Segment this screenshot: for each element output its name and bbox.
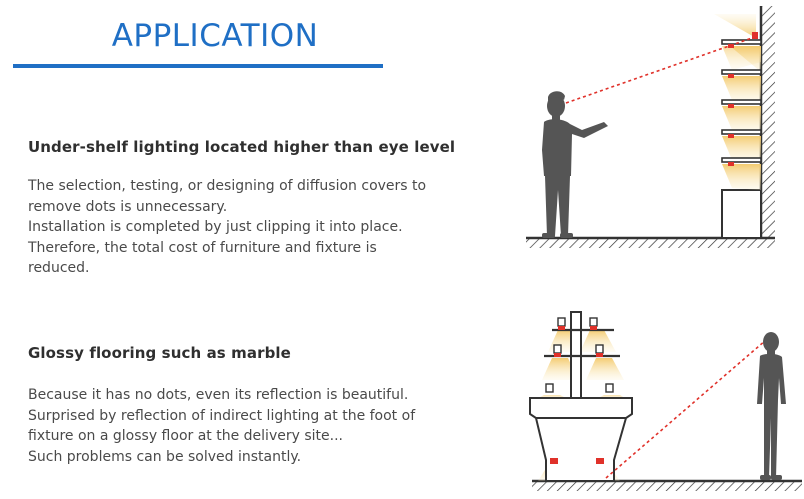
body-line: Therefore, the total cost of furniture a… bbox=[28, 239, 377, 256]
body-line: The selection, testing, or designing of … bbox=[28, 178, 427, 194]
page-title: APPLICATION bbox=[111, 18, 319, 54]
person-silhouette bbox=[542, 91, 608, 238]
body-line: Surprised by reflection of indirect ligh… bbox=[28, 407, 416, 424]
body-line: remove dots is unnecessary. bbox=[28, 198, 228, 215]
wall bbox=[759, 6, 775, 238]
sight-line bbox=[565, 37, 753, 104]
body-line: Such problems can be solved instantly. bbox=[28, 448, 302, 465]
under-shelf-lighting-illustration bbox=[526, 6, 775, 248]
section-heading-under-shelf: Under-shelf lighting located higher than… bbox=[28, 138, 456, 156]
body-line: Because it has no dots, even its reflect… bbox=[28, 387, 409, 403]
sight-line bbox=[605, 339, 767, 479]
title-underline bbox=[13, 64, 383, 68]
foot-light bbox=[550, 458, 558, 464]
light-fixture bbox=[752, 32, 758, 39]
body-line: fixture on a glossy floor at the deliver… bbox=[28, 428, 343, 444]
section-heading-glossy-floor: Glossy flooring such as marble bbox=[28, 344, 291, 362]
lamp-accents bbox=[554, 326, 603, 357]
section-body-under-shelf: The selection, testing, or designing of … bbox=[28, 176, 426, 279]
glossy-floor-display-illustration bbox=[529, 311, 802, 491]
person-silhouette bbox=[757, 332, 786, 480]
shelves bbox=[721, 39, 762, 190]
light-glow bbox=[714, 14, 756, 38]
floor bbox=[526, 236, 775, 248]
body-line: Installation is completed by just clippi… bbox=[28, 219, 403, 235]
body-line: reduced. bbox=[28, 260, 90, 276]
section-body-glossy-floor: Because it has no dots, even its reflect… bbox=[28, 385, 415, 467]
foot-light bbox=[596, 458, 604, 464]
floor bbox=[532, 479, 802, 491]
cabinet-base bbox=[721, 189, 762, 239]
